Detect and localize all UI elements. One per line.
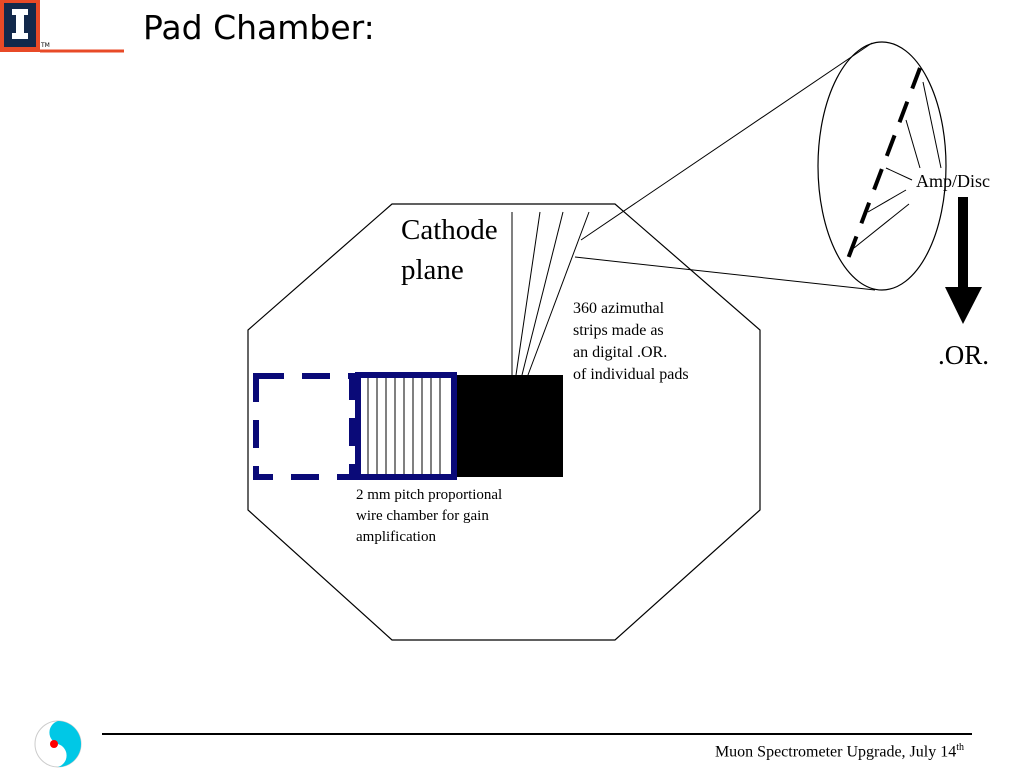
zoom-ellipse <box>817 41 947 291</box>
zoom-line-top <box>580 42 873 241</box>
svg-text:TM: TM <box>40 42 50 49</box>
slide-title: Pad Chamber: <box>143 8 375 47</box>
cathode-plane-octagon <box>247 203 761 641</box>
footer-text: Muon Spectrometer Upgrade, July 14th <box>715 742 964 761</box>
footer-rule <box>102 733 972 735</box>
strips-line: of individual pads <box>573 366 689 383</box>
cathode-label-line2: plane <box>401 254 464 286</box>
strip-lines <box>511 211 590 376</box>
footer-logo <box>34 720 82 768</box>
amp-connection-lines <box>853 81 942 249</box>
cathode-plane-label: Cathode plane <box>401 210 498 290</box>
cathode-label-line1: Cathode <box>401 214 498 246</box>
footer-text-main: Muon Spectrometer Upgrade, July 14 <box>714 743 957 761</box>
strips-description: 360 azimuthal strips made as an digital … <box>573 298 689 386</box>
amp-disc-label: Amp/Disc <box>916 171 990 191</box>
wire-line: 2 mm pitch proportional <box>356 487 503 503</box>
pad-block <box>457 375 563 477</box>
dashed-chamber-outline <box>253 373 355 480</box>
or-label: .OR. <box>938 340 990 370</box>
wire-chamber <box>355 372 457 480</box>
wire-line: amplification <box>356 529 436 545</box>
down-arrow-icon <box>945 197 982 324</box>
strips-line: strips made as <box>573 322 664 339</box>
wire-chamber-description: 2 mm pitch proportional wire chamber for… <box>356 485 502 548</box>
zoom-dashed-strip <box>844 67 922 265</box>
footer-superscript: th <box>956 742 964 753</box>
wire-line: wire chamber for gain <box>356 508 489 524</box>
strips-line: 360 azimuthal <box>573 300 665 317</box>
strips-line: an digital .OR. <box>573 344 668 361</box>
university-logo: TM <box>0 0 124 53</box>
zoom-line-bottom <box>574 256 876 291</box>
